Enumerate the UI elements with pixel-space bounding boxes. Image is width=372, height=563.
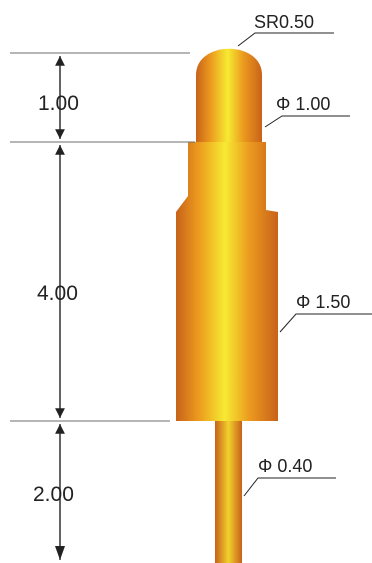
dimension-barrel-length: 4.00 <box>37 282 78 305</box>
barrel-body <box>176 142 278 421</box>
leader-tip-radius <box>237 32 334 47</box>
dimension-tail-length: 2.00 <box>33 483 74 506</box>
leader-barrel-diameter <box>279 313 372 333</box>
callout-barrel-diameter: Φ 1.50 <box>296 292 350 312</box>
callout-tip-radius: SR0.50 <box>254 12 314 32</box>
leader-tail-diameter <box>243 477 336 497</box>
leader-tip-diameter <box>264 115 350 128</box>
tail-pin <box>215 418 242 563</box>
callout-tip-diameter: Φ 1.00 <box>276 94 330 114</box>
plunger-tip <box>196 48 262 142</box>
callout-tail-diameter: Φ 0.40 <box>258 456 312 476</box>
arrowhead-tail-bottom <box>55 546 65 560</box>
dimension-tip-length: 1.00 <box>38 92 79 115</box>
